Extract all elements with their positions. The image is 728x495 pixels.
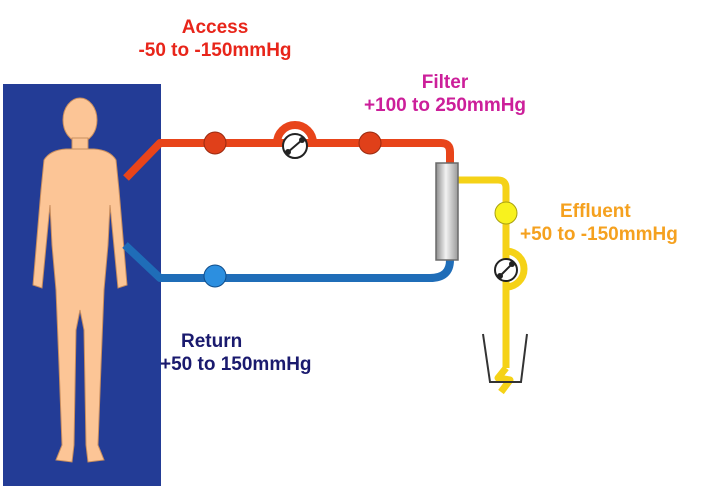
pressure-sensor-icon bbox=[203, 131, 227, 155]
human-figure bbox=[32, 97, 128, 463]
return-label: Return +50 to 150mmHg bbox=[160, 330, 312, 376]
return-range: +50 to 150mmHg bbox=[160, 354, 312, 375]
access-line bbox=[123, 139, 454, 181]
pump-icon bbox=[282, 133, 308, 159]
pressure-sensor-icon bbox=[494, 201, 518, 225]
filter-label: Filter +100 to 250mmHg bbox=[345, 71, 545, 117]
filter-title: Filter bbox=[421, 72, 469, 93]
filter-cartridge-icon bbox=[435, 162, 459, 261]
return-line bbox=[122, 242, 454, 282]
pump-loop-access bbox=[273, 121, 317, 144]
access-range: -50 to -150mmHg bbox=[138, 40, 292, 61]
access-title: Access bbox=[181, 17, 249, 38]
pressure-sensor-icon bbox=[358, 131, 382, 155]
filter-range: +100 to 250mmHg bbox=[363, 95, 527, 116]
return-title: Return bbox=[181, 331, 243, 352]
pump-loop-effluent bbox=[505, 247, 528, 291]
pressure-sensor-icon bbox=[203, 264, 227, 288]
effluent-label: Effluent +50 to -150mmHg bbox=[520, 200, 678, 246]
effluent-title: Effluent bbox=[560, 201, 631, 222]
effluent-range: +50 to -150mmHg bbox=[520, 224, 678, 245]
pump-icon bbox=[494, 258, 518, 282]
collection-bag-icon bbox=[482, 333, 528, 383]
effluent-line bbox=[458, 176, 514, 395]
access-label: Access -50 to -150mmHg bbox=[120, 16, 310, 62]
